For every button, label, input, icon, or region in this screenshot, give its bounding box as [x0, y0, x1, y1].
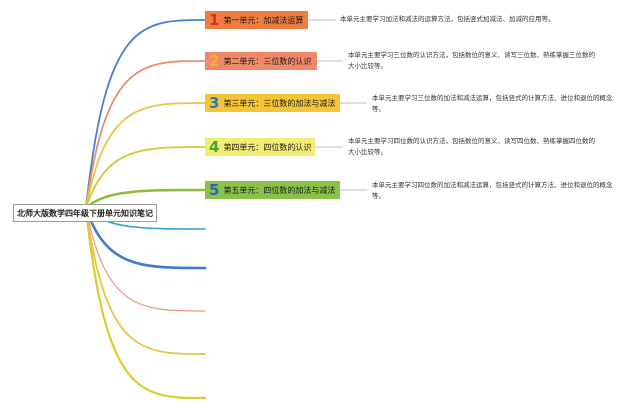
branch-line	[85, 60, 206, 209]
topic-number: 3	[209, 93, 220, 112]
empty-branch-line	[84, 206, 207, 270]
topic-unit-1[interactable]: 1 第一单元：加减法运算	[205, 11, 308, 29]
branch-line	[85, 146, 206, 209]
topic-label: 第一单元：加减法运算	[223, 15, 304, 25]
topic-unit-5[interactable]: 5 第五单元：四位数的加法与减法	[205, 181, 340, 199]
topic-description: 本单元主要学习四位数的加法和减法运算，包括竖式的计算方法、进位和退位的概念等。	[372, 181, 613, 200]
topic-label: 第五单元：四位数的加法与减法	[223, 185, 336, 195]
topic-description: 本单元主要学习三位数的加法和减法运算，包括竖式的计算方法、进位和退位的概念等。	[372, 94, 613, 113]
root-topic[interactable]: 北师大版数学四年级下册单元知识笔记	[13, 204, 157, 222]
topic-unit-2[interactable]: 2 第二单元：三位数的认识	[205, 52, 317, 70]
empty-branch-line	[85, 207, 206, 355]
topic-number: 4	[209, 137, 220, 156]
branch-line	[84, 188, 207, 210]
branch-line	[85, 102, 206, 209]
topic-number: 2	[209, 51, 220, 70]
root-topic-label: 北师大版数学四年级下册单元知识笔记	[17, 208, 153, 218]
empty-branch-line	[85, 207, 206, 312]
empty-branch-line	[84, 206, 207, 400]
topic-number: 1	[209, 10, 220, 29]
topic-description: 本单元主要学习三位数的认识方法，包括数位的意义、读写三位数、熟练掌握三位数的大小…	[348, 51, 595, 70]
branch-line	[85, 19, 206, 209]
topic-label: 第四单元：四位数的认识	[223, 142, 312, 152]
topic-description: 本单元主要学习加法和减法的运算方法，包括竖式加减法、加减的应用等。	[340, 15, 555, 23]
topic-number: 5	[209, 180, 220, 199]
topic-description: 本单元主要学习四位数的认识方法，包括数位的意义、读写四位数、熟练掌握四位数的大小…	[348, 137, 595, 156]
topic-label: 第二单元：三位数的认识	[223, 56, 312, 66]
topic-unit-3[interactable]: 3 第三单元：三位数的加法与减法	[205, 94, 340, 112]
topic-label: 第三单元：三位数的加法与减法	[223, 98, 336, 108]
topic-unit-4[interactable]: 4 第四单元：四位数的认识	[205, 138, 315, 156]
